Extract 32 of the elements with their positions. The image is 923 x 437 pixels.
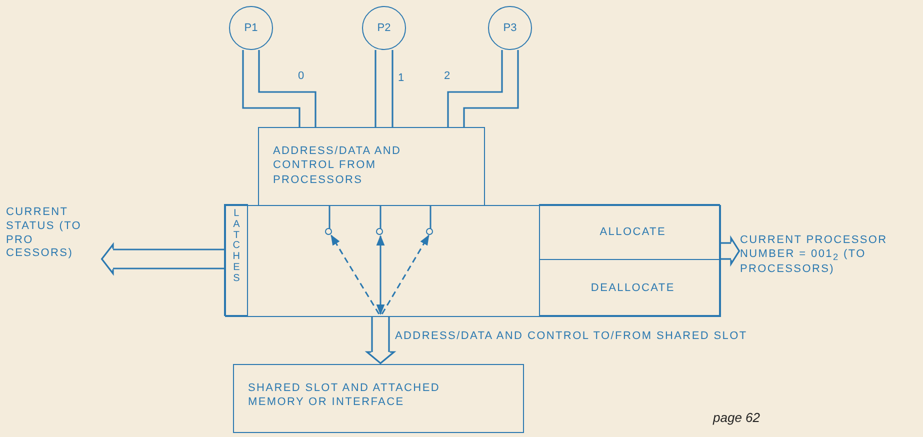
control-box	[539, 259, 720, 316]
switch-contact	[376, 228, 384, 236]
box-label: DEALLOCATE	[590, 282, 676, 294]
bus-lines	[374, 50, 394, 127]
bus-label: CURRENT PROCESSOR NUMBER = 001$_{2}$ (TO PROCESSORS)	[740, 234, 920, 284]
arrow	[376, 234, 385, 316]
connector-line	[380, 206, 382, 229]
processor-label: P2	[377, 22, 391, 34]
control-box	[539, 204, 720, 260]
block-box	[233, 364, 524, 433]
switch-contact	[426, 228, 434, 236]
latches-box	[224, 204, 248, 316]
box-label: SHARED SLOT AND ATTACHED MEMORY OR INTERFACE	[248, 381, 442, 410]
block-box	[225, 205, 721, 317]
dashed-arrow	[381, 234, 430, 314]
switch-contact	[325, 228, 332, 236]
connector-line	[328, 206, 330, 229]
box-label: ADDRESS/DATA AND CONTROL FROM PROCESSORS	[273, 144, 402, 187]
bus-lines	[242, 50, 316, 127]
latches-label: LATCHES	[232, 209, 242, 284]
dashed-arrow	[330, 234, 380, 314]
processor-label: P3	[503, 22, 517, 34]
box-label: ALLOCATE	[598, 226, 668, 238]
bus-label: CURRENT STATUS (TO PRO CESSORS)	[6, 206, 101, 266]
processor-circle	[229, 6, 273, 50]
bus-lines	[447, 50, 519, 127]
block-box	[258, 127, 485, 206]
processor-label: P1	[244, 22, 258, 34]
page-number: page 62	[713, 410, 760, 425]
connector-line	[430, 206, 432, 229]
processor-circle	[488, 6, 532, 50]
processor-circle	[362, 6, 406, 50]
